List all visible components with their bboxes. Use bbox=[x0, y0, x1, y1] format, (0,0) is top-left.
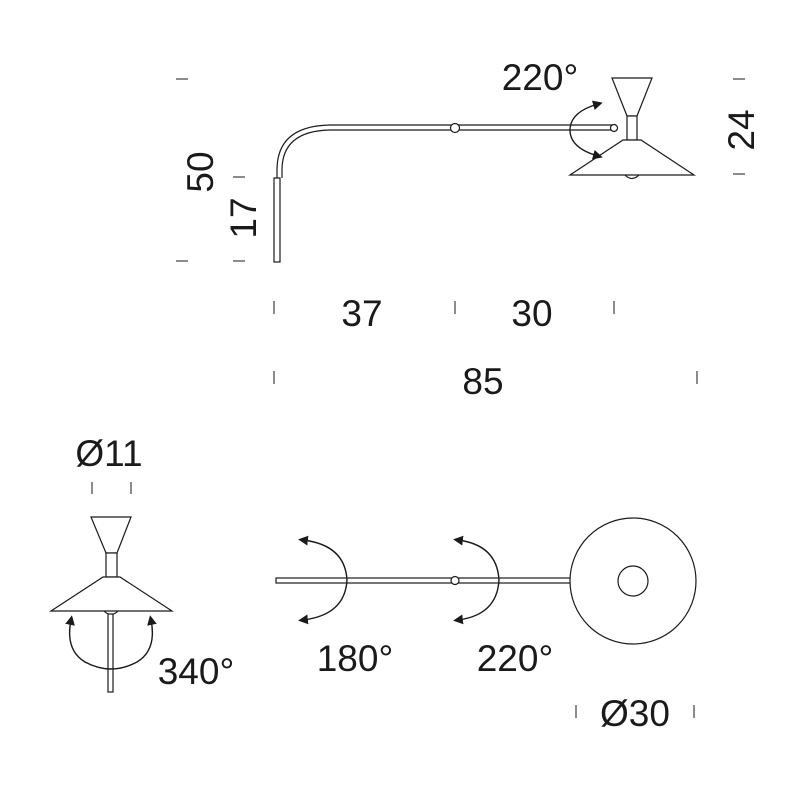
top-arm bbox=[275, 577, 573, 584]
wall-bracket bbox=[273, 177, 281, 263]
joint-rotation-label: 220° bbox=[477, 638, 554, 679]
shade-joint bbox=[609, 123, 619, 133]
top-view: 180° 220° Ø30 bbox=[275, 517, 697, 734]
overall-length-label: 85 bbox=[462, 361, 503, 402]
lamp-head bbox=[568, 77, 696, 180]
arm-segment-2-label: 30 bbox=[511, 293, 552, 334]
shade-diameter-label: Ø30 bbox=[600, 693, 670, 734]
height-shade-label: 24 bbox=[721, 109, 762, 150]
diffuser-diameter-label: Ø11 bbox=[75, 433, 142, 474]
wall-rotation-arrow bbox=[298, 535, 348, 625]
curved-arm bbox=[276, 124, 455, 178]
front-lamp bbox=[48, 516, 175, 693]
top-arm-joint bbox=[450, 575, 460, 586]
arm-segment-1-label: 37 bbox=[341, 293, 382, 334]
side-view: 220° 50 17 24 37 30 85 bbox=[176, 57, 762, 402]
top-diffuser bbox=[617, 565, 649, 597]
arm-joint bbox=[449, 122, 461, 134]
shade-rotation-arrow bbox=[569, 100, 603, 160]
shade-rotation-label: 220° bbox=[502, 57, 579, 98]
height-total-label: 50 bbox=[180, 151, 221, 192]
length-ticks bbox=[273, 301, 698, 384]
height-bracket-label: 17 bbox=[223, 197, 264, 238]
height-ticks bbox=[176, 78, 745, 262]
front-rotation-label: 340° bbox=[158, 651, 235, 692]
joint-rotation-arrow bbox=[453, 535, 500, 625]
front-view: Ø11 340° bbox=[48, 433, 235, 693]
wall-rotation-label: 180° bbox=[317, 638, 394, 679]
front-rotation-arrow bbox=[65, 615, 157, 670]
